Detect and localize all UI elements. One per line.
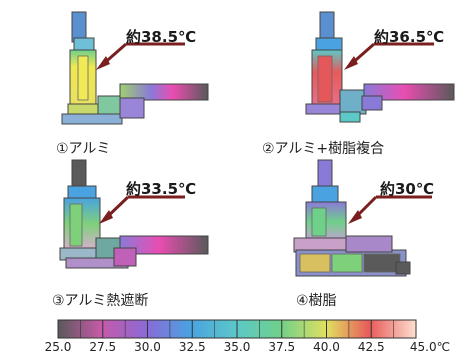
scale-tick-label: 25.0 [44, 340, 72, 354]
scale-tick-label: 45.0℃ [409, 340, 451, 354]
panel-1-label: ①アルミ [56, 141, 111, 157]
panel-1-temperature: 約38.5℃ [126, 28, 197, 46]
scale-tick-label: 37.5 [268, 340, 296, 354]
panel-3-arrow [99, 195, 185, 224]
scale-tick-label: 40.0 [313, 340, 340, 354]
scale-tick-label: 35.0 [223, 340, 251, 354]
scale-tick-label: 32.5 [178, 340, 206, 354]
panel-3-label: ③アルミ熱遮断 [52, 293, 149, 309]
panel-3-frame-section [59, 159, 209, 269]
scale-tick-label: 42.5 [357, 340, 385, 354]
panel-2-label: ②アルミ+樹脂複合 [262, 141, 385, 157]
panel-3-temperature: 約33.5℃ [126, 180, 197, 198]
temperature-scale-ticks [57, 320, 417, 338]
scale-tick-label: 27.5 [89, 340, 117, 354]
panel-2-frame-section [305, 11, 455, 123]
scale-tick-label: 30.0 [134, 340, 161, 354]
panel-4-label: ④樹脂 [296, 293, 337, 309]
panel-4-temperature: 約30℃ [380, 180, 435, 198]
panel-4-arrow [348, 195, 432, 224]
panel-1-arrow [96, 42, 185, 70]
panel-2-arrow [344, 42, 434, 70]
panel-1-frame-section [61, 11, 209, 125]
temperature-scale [57, 319, 417, 339]
panel-4-frame-section [293, 159, 411, 277]
panel-2-temperature: 約36.5℃ [374, 28, 445, 46]
